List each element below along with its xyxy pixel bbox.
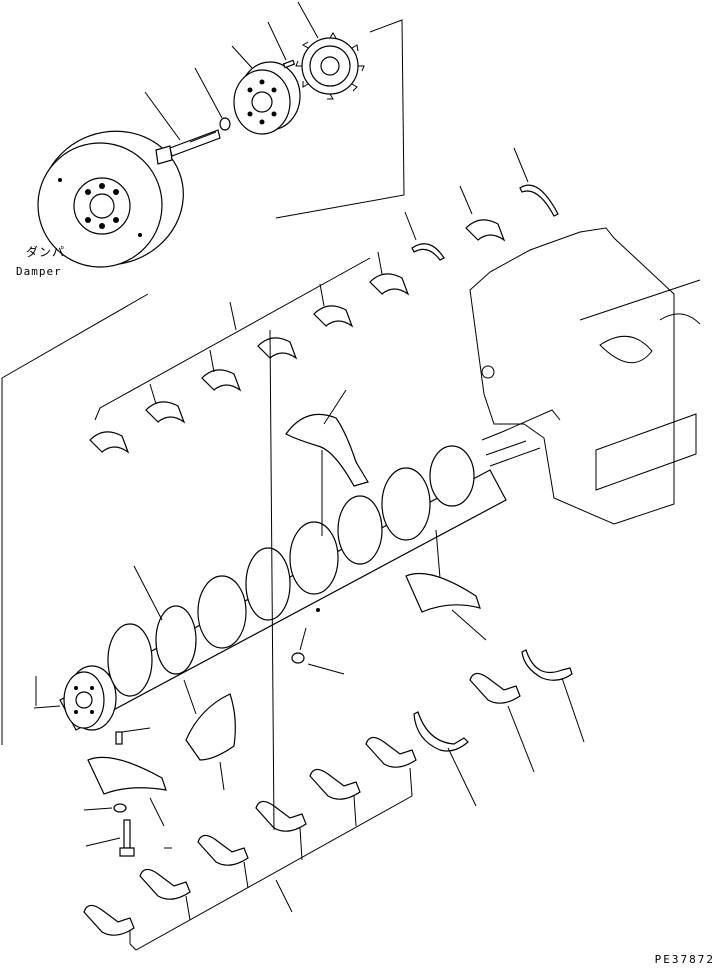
lower-bearing-row: [83, 329, 585, 951]
damper-label-japanese: ダンパ: [26, 245, 66, 259]
lower-thrust-washer: [521, 649, 573, 681]
counterweight-bolt: [123, 819, 131, 849]
long-vertical-leader: [269, 329, 275, 831]
lower-bearing-shell: [255, 800, 307, 832]
cylinder-block-outline: [469, 227, 701, 525]
leader-washer: [194, 67, 223, 119]
upper-bearing-shell: [313, 305, 354, 328]
lower-bearing-shell: [197, 834, 249, 866]
leader-gear: [297, 1, 319, 39]
leader-crankshaft: [133, 565, 163, 621]
upper-thrust-washer: [519, 184, 559, 217]
lower-bearing-shell: [365, 736, 417, 768]
upper-bearing-shell: [145, 401, 186, 424]
leader-thrust-lower: [447, 747, 477, 807]
upper-bearing-row: [1, 147, 559, 745]
washer-lower: [113, 803, 127, 813]
damper-group: [37, 1, 405, 268]
lower-counterweight: [87, 756, 167, 795]
damper-part: [37, 130, 184, 268]
upper-bearing-shell: [257, 337, 298, 360]
lower-thrust-washer: [413, 711, 469, 752]
crankshaft-part: [33, 445, 541, 731]
hardware-group: [83, 627, 345, 857]
upper-counterweight: [285, 413, 369, 487]
upper-bearing-shell: [89, 431, 130, 454]
lower-counterweight: [185, 693, 236, 761]
leader-pulley: [231, 45, 253, 69]
damper-bolt-part: [155, 129, 221, 165]
upper-bearing-bracket: [94, 257, 371, 421]
lower-bearing-shell: [83, 904, 135, 936]
washer-part: [219, 117, 231, 131]
damper-label-english: Damper: [16, 265, 62, 278]
leader-thrust-upper: [404, 211, 417, 241]
upper-thrust-washer: [411, 243, 445, 261]
lower-counterweight: [405, 572, 481, 613]
small-bolt: [115, 731, 123, 745]
leader-key: [267, 21, 287, 61]
leader-bolt: [144, 91, 181, 141]
crankshaft-pin: [33, 705, 61, 709]
lower-bearing-bracket: [129, 767, 413, 951]
drawing-code: PE37872: [654, 953, 715, 966]
lower-bearing-shell: [139, 868, 191, 900]
key-part: [282, 59, 296, 69]
pulley-part: [233, 61, 301, 135]
lower-bearing-shell: [309, 768, 361, 800]
upper-bearing-shell: [369, 273, 410, 296]
upper-bearing-shell: [465, 219, 506, 242]
upper-bearing-shell: [201, 369, 242, 392]
crank-gear-part: [295, 32, 365, 100]
lower-bearing-shell: [469, 672, 521, 704]
counterweight-group: [87, 389, 487, 827]
small-washer: [291, 652, 305, 664]
